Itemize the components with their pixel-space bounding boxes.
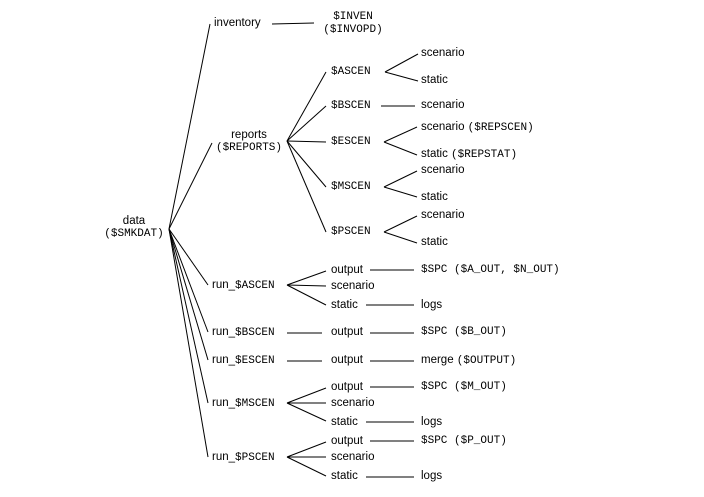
- edge-mscen-static: [383, 186, 418, 198]
- node-run-pscen: run_$PSCEN: [212, 451, 275, 465]
- edge-data-inventory: [168, 23, 211, 230]
- node-escen: $ESCEN: [331, 136, 371, 148]
- edge-reports-ascen: [286, 71, 327, 142]
- edge-ascen-static: [384, 71, 419, 82]
- node-bscen-scenario: scenario: [421, 99, 465, 111]
- edge-data-run-mscen: [168, 228, 209, 404]
- edge-reports-escen: [286, 140, 327, 143]
- node-run-pscen-logs: logs: [421, 470, 443, 482]
- node-ascen-static: static: [421, 74, 448, 86]
- node-run-escen-output: output: [331, 354, 363, 366]
- node-run-pscen-prefix: run_: [212, 451, 236, 463]
- edge-run-mscen-output: [286, 387, 327, 404]
- node-escen-scenario-var: ($REPSCEN): [467, 122, 534, 134]
- node-inven: $INVEN ($INVOPD): [316, 11, 390, 37]
- edge-ascen-scenario: [384, 53, 419, 73]
- node-reports-var: ($REPORTS): [215, 142, 282, 154]
- edge-run-pscen-output: [286, 441, 327, 458]
- node-run-escen-merge-var: ($OUTPUT): [456, 355, 517, 367]
- node-escen-scenario: scenario ($REPSCEN): [421, 121, 534, 135]
- edge-run-ascen-static: [286, 284, 327, 306]
- node-run-mscen-logs: logs: [421, 416, 443, 428]
- node-run-mscen: run_$MSCEN: [212, 397, 275, 411]
- node-run-mscen-output: output: [331, 381, 363, 393]
- edge-run-mscen-static: [286, 402, 327, 422]
- edge-reports-mscen: [286, 140, 327, 188]
- node-data: data ($SMKDAT): [100, 215, 168, 241]
- node-run-ascen-static: static: [331, 299, 358, 311]
- node-run-pscen-output: output: [331, 435, 363, 447]
- node-run-bscen-prefix: run_: [212, 326, 236, 338]
- node-pscen-static: static: [421, 236, 448, 248]
- node-ascen: $ASCEN: [331, 66, 371, 78]
- node-data-var: ($SMKDAT): [104, 228, 164, 240]
- node-inven-var1: $INVEN: [333, 11, 373, 23]
- node-run-ascen-prefix: run_: [212, 279, 236, 291]
- node-run-bscen-spc: $SPC ($B_OUT): [421, 326, 507, 338]
- edge-run-ascen-scenario: [286, 284, 327, 287]
- node-mscen-scenario: scenario: [421, 164, 465, 176]
- edge-run-pscen-static: [286, 456, 327, 477]
- edge-reports-pscen: [286, 140, 327, 233]
- node-run-pscen-scenario: scenario: [331, 451, 375, 463]
- edge-data-run-escen: [168, 228, 209, 361]
- node-run-ascen-var: $ASCEN: [235, 280, 275, 292]
- node-run-bscen-output: output: [331, 326, 363, 338]
- node-run-bscen: run_$BSCEN: [212, 326, 275, 340]
- node-run-mscen-scenario: scenario: [331, 397, 375, 409]
- node-pscen: $PSCEN: [331, 226, 371, 238]
- node-run-mscen-spc: $SPC ($M_OUT): [421, 381, 507, 393]
- edge-escen-scenario: [383, 126, 418, 143]
- node-run-mscen-static: static: [331, 416, 358, 428]
- node-run-ascen-scenario: scenario: [331, 280, 375, 292]
- node-run-escen-var: $ESCEN: [235, 355, 275, 367]
- node-run-escen-merge: merge ($OUTPUT): [421, 354, 516, 368]
- edge-run-ascen-output: [286, 270, 327, 286]
- node-run-ascen-logs: logs: [421, 299, 443, 311]
- node-run-bscen-var: $BSCEN: [235, 327, 275, 339]
- edge-mscen-scenario: [383, 170, 418, 188]
- node-pscen-scenario: scenario: [421, 209, 465, 221]
- node-run-ascen: run_$ASCEN: [212, 279, 275, 293]
- node-run-escen: run_$ESCEN: [212, 354, 275, 368]
- node-escen-static-var: ($REPSTAT): [451, 149, 518, 161]
- node-run-ascen-output: output: [331, 264, 363, 276]
- node-data-name: data: [122, 215, 146, 227]
- node-run-escen-merge-name: merge: [421, 354, 457, 366]
- node-inventory: inventory: [214, 17, 261, 29]
- node-reports: reports ($REPORTS): [212, 129, 286, 155]
- edge-pscen-static: [383, 231, 418, 244]
- node-run-mscen-prefix: run_: [212, 397, 236, 409]
- edge-data-reports: [168, 142, 213, 230]
- edge-pscen-scenario: [383, 215, 418, 233]
- node-escen-static: static ($REPSTAT): [421, 148, 517, 162]
- edge-escen-static: [383, 141, 418, 156]
- node-inven-var2: ($INVOPD): [323, 24, 383, 36]
- node-reports-name: reports: [231, 129, 267, 141]
- node-mscen: $MSCEN: [331, 181, 371, 193]
- edge-data-run-bscen: [168, 228, 209, 333]
- node-ascen-scenario: scenario: [421, 47, 465, 59]
- edge-reports-bscen: [286, 105, 327, 142]
- node-run-pscen-spc: $SPC ($P_OUT): [421, 435, 507, 447]
- node-run-pscen-var: $PSCEN: [235, 452, 275, 464]
- node-run-escen-prefix: run_: [212, 354, 236, 366]
- node-bscen: $BSCEN: [331, 100, 371, 112]
- node-run-pscen-static: static: [331, 470, 358, 482]
- edge-data-run-ascen: [168, 228, 209, 286]
- edge-inventory-inven: [271, 22, 315, 25]
- node-mscen-static: static: [421, 191, 448, 203]
- node-run-ascen-spc: $SPC ($A_OUT, $N_OUT): [421, 264, 560, 276]
- node-escen-static-name: static: [421, 148, 452, 160]
- edge-data-run-pscen: [168, 228, 209, 458]
- node-escen-scenario-name: scenario: [421, 121, 468, 133]
- node-run-mscen-var: $MSCEN: [235, 398, 275, 410]
